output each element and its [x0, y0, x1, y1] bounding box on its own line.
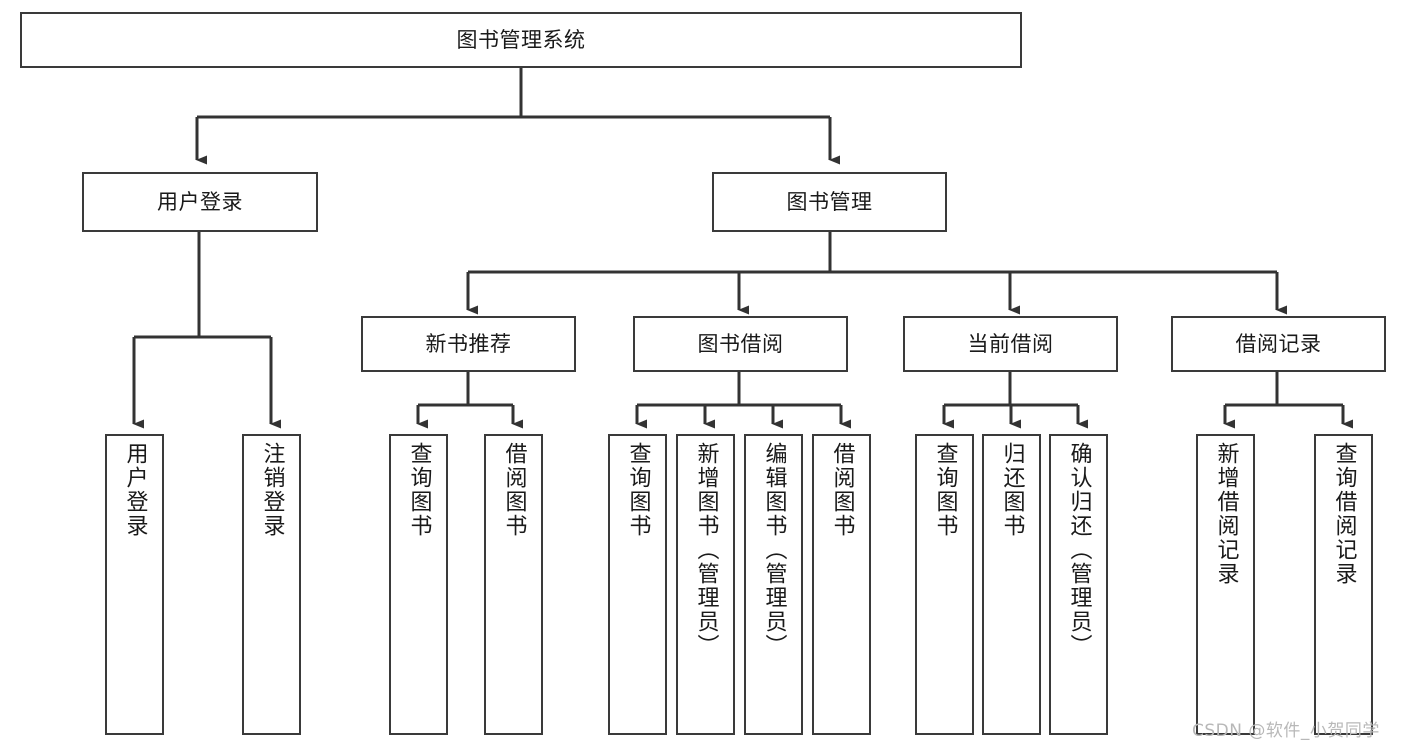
node-leaf-edit-book-label: 编辑图书（管理员）	[761, 442, 787, 658]
node-leaf-add-record[interactable]: 新增借阅记录	[1196, 434, 1255, 735]
node-leaf-query-record-label: 查询借阅记录	[1331, 442, 1357, 586]
node-borrow-record-label: 借阅记录	[1235, 331, 1322, 356]
node-leaf-edit-book[interactable]: 编辑图书（管理员）	[744, 434, 803, 735]
node-leaf-add-book-label: 新增图书（管理员）	[693, 442, 719, 658]
node-leaf-return-book-label: 归还图书	[999, 442, 1025, 538]
node-leaf-user-login[interactable]: 用户登录	[105, 434, 164, 735]
node-new-book-recommend[interactable]: 新书推荐	[361, 316, 576, 372]
node-leaf-user-login-label: 用户登录	[122, 442, 148, 538]
node-leaf-borrow-book-1-label: 借阅图书	[501, 442, 527, 538]
node-leaf-borrow-book-1[interactable]: 借阅图书	[484, 434, 543, 735]
node-leaf-confirm-return[interactable]: 确认归还（管理员）	[1049, 434, 1108, 735]
node-leaf-query-book-3[interactable]: 查询图书	[915, 434, 974, 735]
node-leaf-confirm-return-label: 确认归还（管理员）	[1066, 442, 1092, 658]
node-root[interactable]: 图书管理系统	[20, 12, 1022, 68]
node-leaf-return-book[interactable]: 归还图书	[982, 434, 1041, 735]
node-root-label: 图书管理系统	[456, 27, 586, 52]
csdn-watermark: CSDN @软件_小贺同学	[1192, 721, 1380, 741]
node-leaf-borrow-book-2-label: 借阅图书	[829, 442, 855, 538]
node-book-manage-label: 图书管理	[786, 189, 873, 214]
node-book-borrow[interactable]: 图书借阅	[633, 316, 848, 372]
node-book-manage[interactable]: 图书管理	[712, 172, 947, 232]
node-leaf-query-book-2-label: 查询图书	[625, 442, 651, 538]
node-leaf-add-book[interactable]: 新增图书（管理员）	[676, 434, 735, 735]
node-user-login-label: 用户登录	[157, 189, 243, 214]
node-leaf-query-book-1-label: 查询图书	[406, 442, 432, 538]
node-leaf-logout-label: 注销登录	[259, 442, 285, 538]
node-current-borrow-label: 当前借阅	[967, 331, 1054, 356]
node-new-book-recommend-label: 新书推荐	[425, 331, 512, 356]
node-current-borrow[interactable]: 当前借阅	[903, 316, 1118, 372]
node-book-borrow-label: 图书借阅	[697, 331, 784, 356]
node-borrow-record[interactable]: 借阅记录	[1171, 316, 1386, 372]
node-leaf-query-book-1[interactable]: 查询图书	[389, 434, 448, 735]
node-leaf-query-book-2[interactable]: 查询图书	[608, 434, 667, 735]
node-leaf-logout[interactable]: 注销登录	[242, 434, 301, 735]
node-user-login[interactable]: 用户登录	[82, 172, 318, 232]
node-leaf-query-book-3-label: 查询图书	[932, 442, 958, 538]
node-leaf-borrow-book-2[interactable]: 借阅图书	[812, 434, 871, 735]
node-leaf-query-record[interactable]: 查询借阅记录	[1314, 434, 1373, 735]
node-leaf-add-record-label: 新增借阅记录	[1213, 442, 1239, 586]
